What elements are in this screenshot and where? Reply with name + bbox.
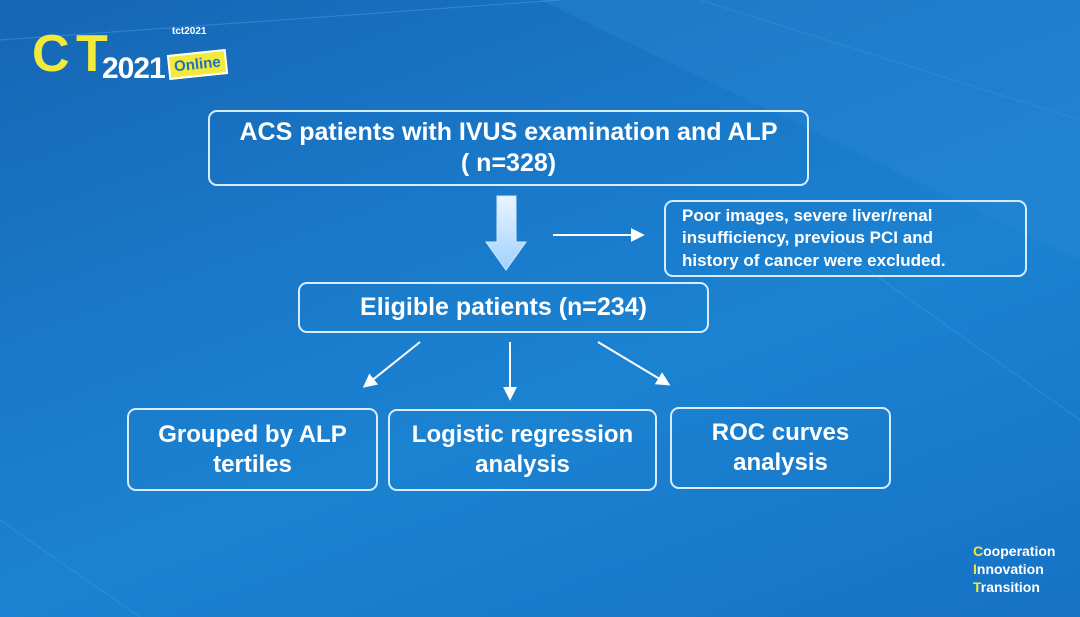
flow-box-roc-curves: ROC curves analysis <box>670 407 891 489</box>
flow-box-eligible: Eligible patients (n=234) <box>298 282 709 333</box>
flow-box-roc-curves-line2: analysis <box>733 449 828 476</box>
flow-box-initial-cohort: ACS patients with IVUS examination and A… <box>208 110 809 186</box>
footer-tagline: Cooperation Innovation Transition <box>973 542 1055 596</box>
footer-row-transition: Transition <box>973 579 1040 595</box>
flow-box-roc-curves-line1: ROC curves <box>711 419 850 446</box>
flow-box-logistic-regression-line2: analysis <box>475 451 570 478</box>
logo-letter-c: C <box>32 25 70 83</box>
flow-box-alp-tertiles: Grouped by ALP tertiles <box>127 408 378 491</box>
logo-year: 2021 <box>102 52 166 85</box>
flow-box-eligible-label: Eligible patients (n=234) <box>360 292 647 321</box>
flow-box-initial-cohort-line1: ACS patients with IVUS examination and A… <box>239 117 778 146</box>
flow-box-logistic-regression: Logistic regression analysis <box>388 409 657 491</box>
footer-row-innovation: Innovation <box>973 561 1044 577</box>
logo-sub-label: tct2021 <box>172 26 207 37</box>
footer-row-cooperation: Cooperation <box>973 543 1056 559</box>
down-arrow-icon <box>485 195 527 271</box>
flow-box-exclusion-line2: insufficiency, previous PCI and <box>682 228 933 248</box>
flow-box-logistic-regression-line1: Logistic regression <box>411 421 634 448</box>
branch-arrow-left <box>362 341 421 388</box>
logo-letter-t: T <box>76 25 108 83</box>
flow-box-exclusion-line1: Poor images, severe liver/renal <box>682 206 933 226</box>
flow-box-exclusion: Poor images, severe liver/renal insuffic… <box>664 200 1027 277</box>
flow-box-alp-tertiles-line1: Grouped by ALP <box>158 420 347 448</box>
flow-box-alp-tertiles-line2: tertiles <box>213 450 292 478</box>
branch-arrow-right <box>597 341 671 386</box>
logo-online-tag: Online <box>166 49 228 80</box>
flow-box-initial-cohort-line2: ( n=328) <box>460 149 557 177</box>
flow-box-exclusion-line3: history of cancer were excluded. <box>682 250 946 270</box>
conference-logo: C T 2021 tct2021 Online <box>30 20 230 100</box>
